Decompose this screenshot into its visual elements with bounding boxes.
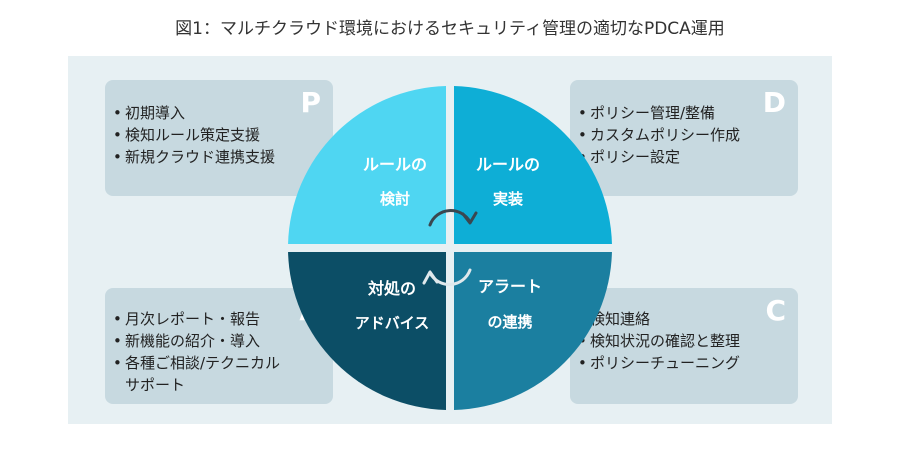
do-label-line1: ルールの — [476, 155, 540, 174]
cycle-arrow-top-icon — [428, 209, 478, 227]
check-label-line2: の連携 — [487, 313, 532, 331]
act-label-line2: アドバイス — [355, 314, 430, 332]
act-quadrant — [288, 252, 446, 410]
plan-box: P 初期導入 検知ルール策定支援 新規クラウド連携支援 — [105, 80, 333, 196]
do-item: カスタムポリシー作成 — [578, 124, 788, 146]
act-label-line1: 対処の — [367, 279, 416, 298]
act-item: 各種ご相談/テクニカル — [113, 352, 323, 374]
plan-item: 検知ルール策定支援 — [113, 124, 323, 146]
cycle-arrow-bottom-icon — [422, 268, 472, 286]
do-item: ポリシー管理/整備 — [578, 102, 788, 124]
act-box: A 月次レポート・報告 新機能の紹介・導入 各種ご相談/テクニカル サポート — [105, 288, 333, 404]
do-label-line2: 実装 — [493, 190, 524, 208]
plan-label-line2: 検討 — [380, 190, 410, 208]
plan-item: 新規クラウド連携支援 — [113, 146, 323, 168]
check-box: C 検知連絡 検知状況の確認と整理 ポリシーチューニング — [570, 288, 798, 404]
check-item: ポリシーチューニング — [578, 352, 788, 374]
act-item: 新機能の紹介・導入 — [113, 330, 323, 352]
check-label-line1: アラート — [478, 277, 542, 296]
check-quadrant — [454, 252, 612, 410]
plan-label-line1: ルールの — [363, 155, 427, 174]
do-box: D ポリシー管理/整備 カスタムポリシー作成 ポリシー設定 — [570, 80, 798, 196]
plan-item: 初期導入 — [113, 102, 323, 124]
act-item: 月次レポート・報告 — [113, 308, 323, 330]
act-item-continued: サポート — [125, 376, 186, 394]
plan-quadrant — [288, 86, 446, 244]
do-quadrant — [454, 86, 612, 244]
figure-title: 図1：マルチクラウド環境におけるセキュリティ管理の適切なPDCA運用 — [175, 19, 725, 39]
